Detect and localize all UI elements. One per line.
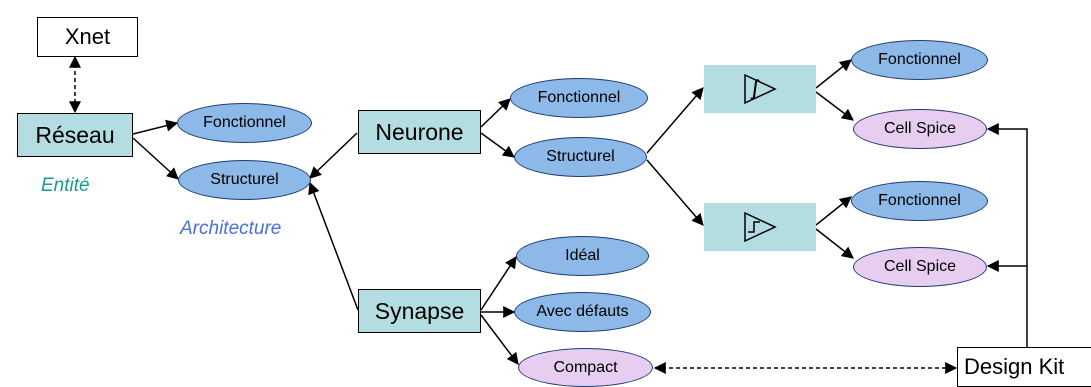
design-kit-label: Design Kit: [964, 354, 1065, 379]
reseau-structurel-arrow: [132, 137, 179, 180]
reseau-box: Réseau: [17, 113, 133, 157]
integrator-cellspice-arrow: [815, 91, 854, 121]
compact-ellipse: Compact: [518, 348, 653, 387]
reseau-fonctionnel-arrow: [132, 119, 179, 135]
design-kit-box: Design Kit: [957, 347, 1091, 387]
fonctionnel-label-1: Fonctionnel: [203, 114, 286, 131]
integrator-symbol-icon: [744, 73, 777, 105]
fonctionnel-label-2: Fonctionnel: [537, 89, 621, 106]
fonctionnel-ellipse-3: Fonctionnel: [851, 40, 988, 80]
cell-spice-ellipse-1: Cell Spice: [853, 109, 987, 149]
xnet-label: Xnet: [64, 24, 111, 49]
reseau-label: Réseau: [35, 121, 115, 148]
structurel-label-2: Structurel: [546, 148, 615, 165]
neurone-box: Neurone: [358, 110, 481, 154]
synapse-box: Synapse: [358, 289, 481, 333]
fonctionnel-label-4: Fonctionnel: [878, 192, 961, 209]
fonctionnel-label-3: Fonctionnel: [878, 51, 961, 68]
avec-defauts-label: Avec défauts: [536, 303, 629, 320]
avec-defauts-ellipse: Avec défauts: [514, 292, 651, 332]
neurone-fonctionnel-arrow: [480, 98, 511, 128]
ideal-label: Idéal: [565, 247, 600, 264]
step-cellspice-arrow: [815, 228, 854, 259]
architecture-annotation: Architecture: [180, 218, 282, 239]
entite-annotation: Entité: [41, 175, 90, 196]
step-box: [704, 203, 816, 251]
fonctionnel-ellipse-1: Fonctionnel: [177, 103, 312, 143]
integrator-box: [704, 65, 816, 113]
structurel-ellipse-2: Structurel: [514, 137, 647, 177]
synapse-label: Synapse: [374, 297, 465, 324]
neurone-label: Neurone: [375, 118, 464, 145]
structurel-step-arrow: [646, 159, 704, 226]
compact-label: Compact: [553, 358, 618, 376]
synapse-compact-arrow: [480, 314, 519, 365]
cell-spice-label-1: Cell Spice: [883, 120, 957, 137]
integrator-fonctionnel-arrow: [815, 59, 852, 89]
step-comparator-symbol-icon: [744, 211, 777, 243]
cell-spice-label-2: Cell Spice: [883, 258, 957, 275]
xnet-box: Xnet: [37, 17, 138, 57]
ideal-ellipse: Idéal: [516, 236, 649, 276]
fonctionnel-ellipse-2: Fonctionnel: [510, 78, 648, 118]
neurone-structurel-2-arrow: [480, 132, 515, 158]
cell-spice-ellipse-2: Cell Spice: [853, 247, 987, 287]
synapse-ideal-arrow: [480, 255, 517, 311]
structurel-ellipse-1: Structurel: [178, 160, 311, 200]
fonctionnel-ellipse-4: Fonctionnel: [851, 181, 988, 221]
neurone-structurel-arrow: [309, 132, 358, 179]
designkit-cellspice-link: [986, 123, 1028, 367]
step-fonctionnel-arrow: [815, 196, 852, 226]
structurel-label-1: Structurel: [210, 171, 279, 188]
synapse-structurel-arrow: [308, 181, 359, 311]
structurel-integrator-arrow: [646, 87, 704, 154]
